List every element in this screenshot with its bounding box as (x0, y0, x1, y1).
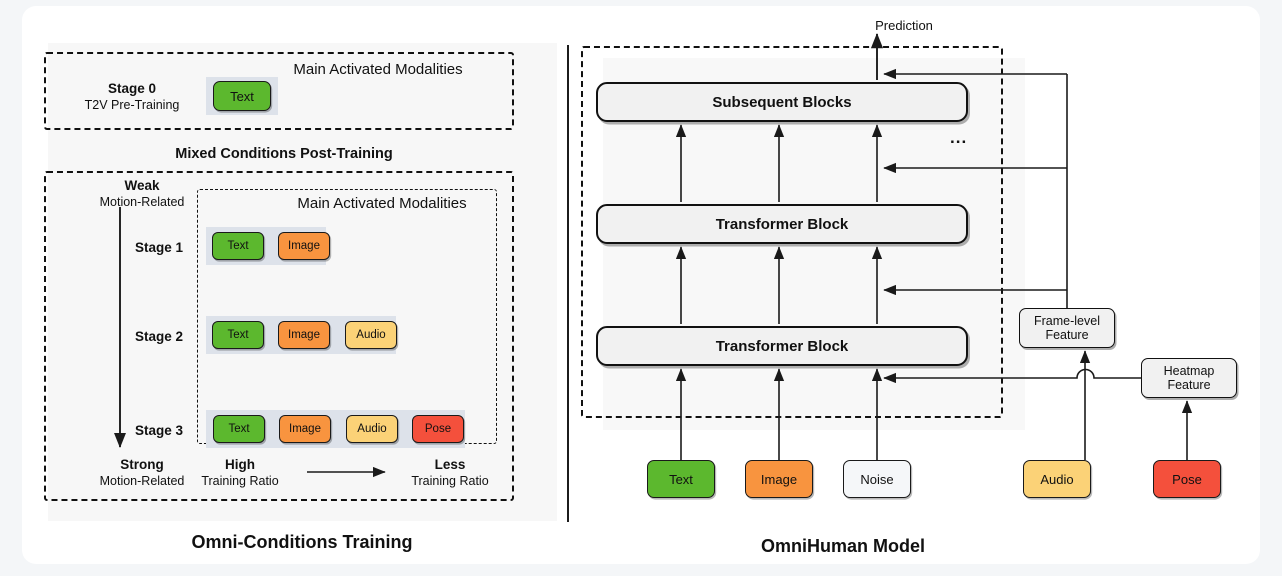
stage1-modality-image: Image (278, 232, 330, 260)
input-noise: Noise (843, 460, 911, 498)
axis-weak-sublabel: Motion-Related (99, 195, 185, 209)
right-panel-title: OmniHuman Model (760, 536, 925, 556)
input-image: Image (745, 460, 813, 498)
stage2-modality-text: Text (212, 321, 264, 349)
heatmap-feature-node: Heatmap Feature (1141, 358, 1237, 398)
transformer-block-1: Transformer Block (596, 326, 968, 366)
axis-weak-label: Weak (124, 178, 160, 193)
left-panel-title: Omni-Conditions Training (191, 532, 413, 552)
stage0-container (44, 52, 514, 130)
stage0-modalities-header: Main Activated Modalities (293, 61, 463, 78)
stages-modalities-header: Main Activated Modalities (297, 195, 467, 212)
stage2-modality-audio: Audio (345, 321, 397, 349)
ratio-less-sublabel: Training Ratio (411, 474, 489, 488)
heatmap-feature-line1: Heatmap (1163, 363, 1215, 378)
stage3-modality-audio: Audio (346, 415, 398, 443)
transformer-block-2: Transformer Block (596, 204, 968, 244)
blocks-ellipsis: ... (950, 128, 968, 147)
stage3-modality-image: Image (279, 415, 331, 443)
prediction-label: Prediction (875, 18, 933, 33)
stage2-name: Stage 2 (135, 329, 184, 344)
frame-level-feature-line2: Feature (1045, 328, 1089, 342)
frame-level-feature-line1: Frame-level (1034, 313, 1100, 328)
subsequent-blocks: Subsequent Blocks (596, 82, 968, 122)
panel-divider (567, 45, 569, 522)
stage0-modality-text: Text (213, 81, 271, 111)
stage3-name: Stage 3 (135, 423, 184, 438)
input-audio: Audio (1023, 460, 1091, 498)
heatmap-feature-line2: Feature (1167, 378, 1211, 392)
figure-card: Main Activated Modalities Stage 0 T2V Pr… (22, 6, 1260, 564)
mixed-conditions-title: Mixed Conditions Post-Training (175, 146, 393, 162)
input-text: Text (647, 460, 715, 498)
ratio-high-sublabel: Training Ratio (201, 474, 279, 488)
input-pose: Pose (1153, 460, 1221, 498)
stage2-modality-image: Image (278, 321, 330, 349)
ratio-high-label: High (225, 457, 255, 472)
stage3-modality-pose: Pose (412, 415, 464, 443)
axis-strong-label: Strong (120, 457, 164, 472)
stage0-name: Stage 0 (107, 81, 157, 96)
ratio-less-label: Less (434, 457, 466, 472)
axis-strong-sublabel: Motion-Related (99, 474, 185, 488)
frame-level-feature-node: Frame-level Feature (1019, 308, 1115, 348)
post-training-container (44, 171, 514, 501)
stage1-name: Stage 1 (135, 240, 184, 255)
stage1-modality-text: Text (212, 232, 264, 260)
model-dashed-container (581, 46, 1003, 418)
stage0-subtitle: T2V Pre-Training (84, 98, 180, 112)
stage3-modality-text: Text (213, 415, 265, 443)
